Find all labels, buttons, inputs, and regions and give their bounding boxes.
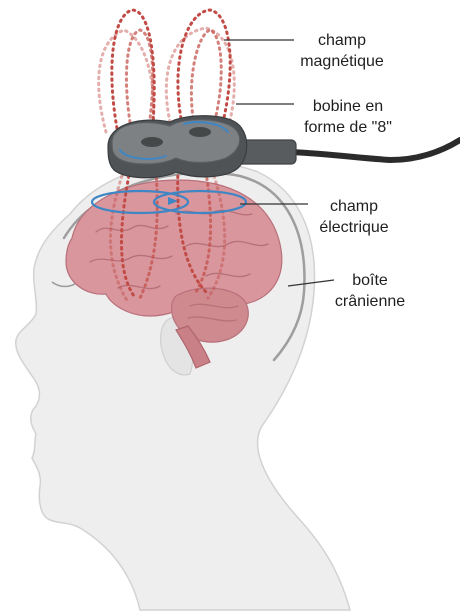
label-magnetic-field: champ magnétique xyxy=(296,30,388,72)
label-figure-8-coil: bobine en forme de "8" xyxy=(282,96,414,138)
coil-left-center xyxy=(141,137,163,147)
figure-8-coil xyxy=(108,116,247,178)
coil-right-center xyxy=(189,127,211,137)
coil-cable xyxy=(292,140,460,160)
label-electric-field: champ électrique xyxy=(306,196,402,238)
label-skull: boîte crânienne xyxy=(324,270,416,312)
